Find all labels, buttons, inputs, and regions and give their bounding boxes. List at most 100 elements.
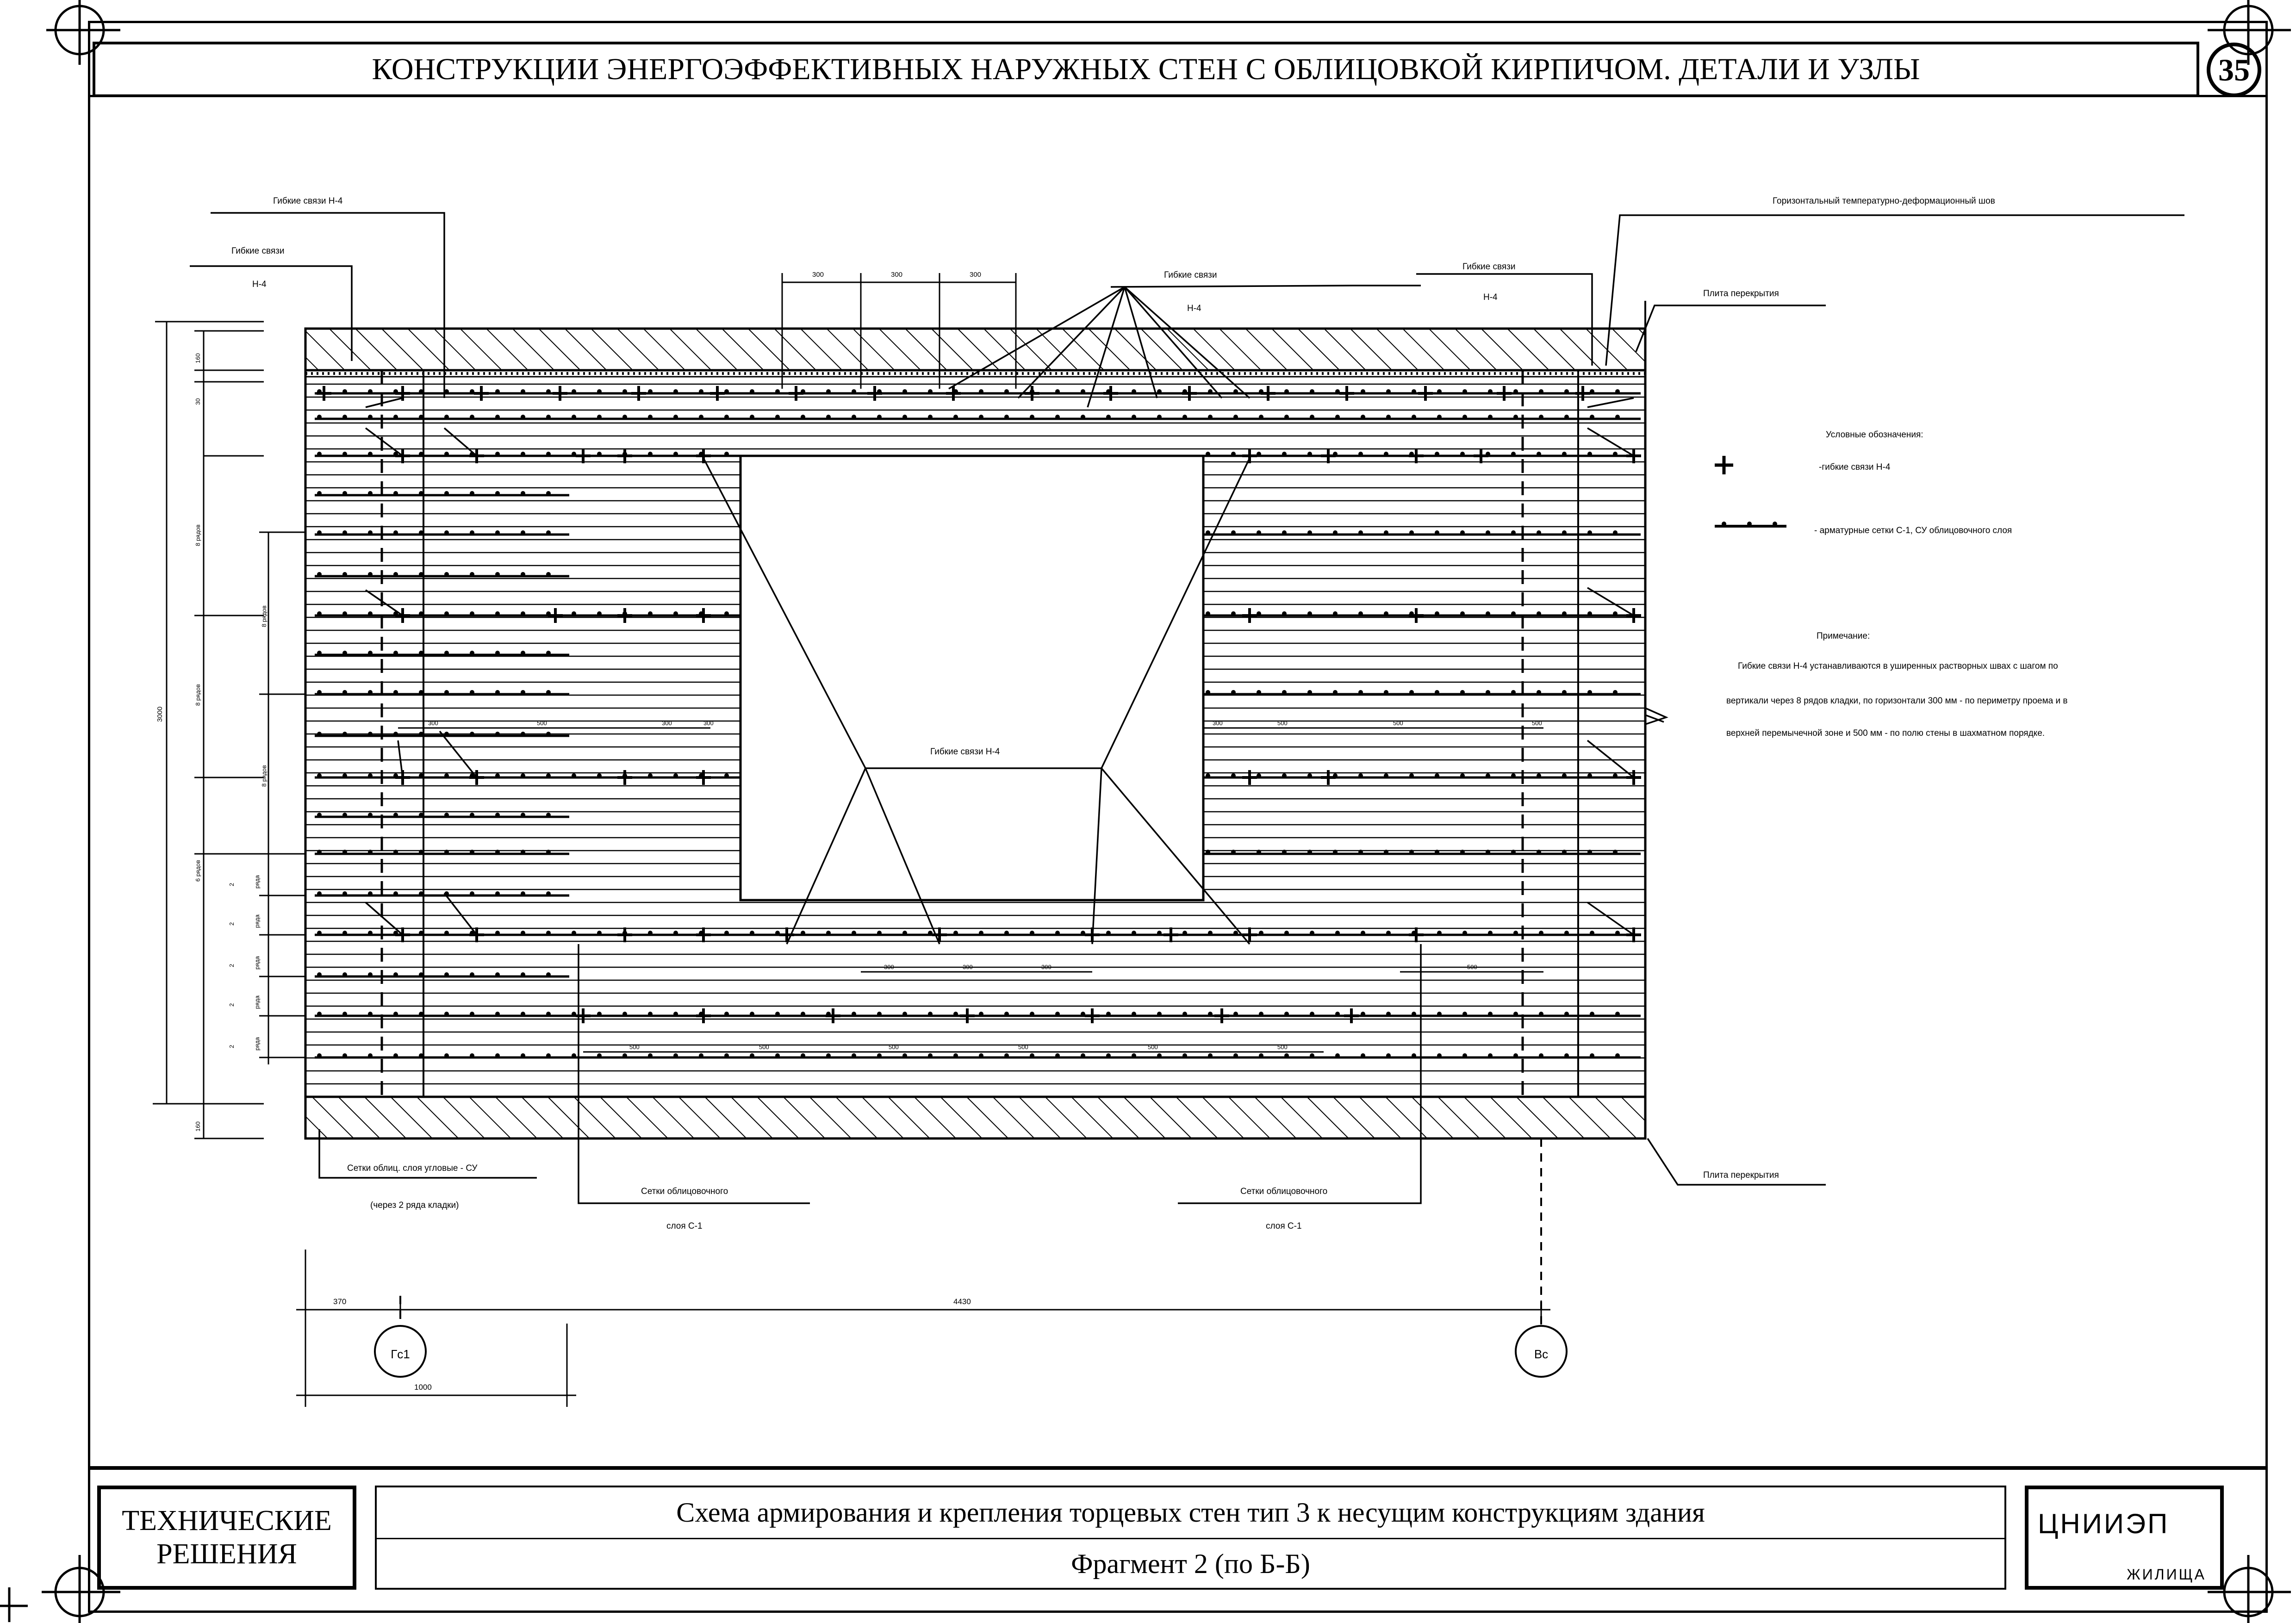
mesh-dot <box>419 491 423 496</box>
mesh-dot <box>1412 415 1416 419</box>
mesh-dot <box>1539 1053 1543 1058</box>
mesh-dot <box>1157 415 1162 419</box>
mesh-dot <box>597 773 602 778</box>
tie-cross <box>1339 386 1354 401</box>
mesh-dot <box>393 1053 398 1058</box>
mesh-dot <box>317 972 322 977</box>
mesh-dot <box>597 452 602 456</box>
dim-bottom: 500 <box>1148 1044 1158 1051</box>
dim-bottom-left: 1000 <box>414 1383 432 1392</box>
mesh-dot <box>342 1012 347 1016</box>
mesh-dot <box>393 732 398 736</box>
mesh-dot <box>368 530 373 535</box>
tie-cross <box>1474 448 1488 463</box>
mesh-dot <box>852 931 856 935</box>
mesh-dot <box>317 813 322 817</box>
mesh-dot <box>1539 415 1543 419</box>
mesh-dot <box>622 415 627 419</box>
mesh-dot <box>368 891 373 896</box>
mesh-dot <box>1539 389 1543 394</box>
mesh-dot <box>546 773 551 778</box>
mesh-dot <box>368 572 373 577</box>
mesh-dot <box>419 732 423 736</box>
dim-mid-left: 300 <box>428 720 438 727</box>
tie-cross <box>1025 386 1039 401</box>
mesh-dot <box>1257 690 1261 695</box>
dim-rows-5: 8 рядов <box>261 765 268 787</box>
dim-rows-1: 8 рядов <box>194 524 201 546</box>
mesh-dot <box>1358 530 1363 535</box>
mesh-dot <box>419 1053 423 1058</box>
mesh-dot <box>1106 1012 1111 1016</box>
drawing-title-row-1: Схема армирования и крепления торцевых с… <box>377 1487 2004 1538</box>
mesh-dot <box>1537 452 1541 456</box>
mesh-dot <box>724 1053 729 1058</box>
mesh-dot <box>495 572 500 577</box>
mesh-dot <box>953 931 958 935</box>
mesh-dot <box>1284 1053 1289 1058</box>
mesh-dot <box>1460 452 1465 456</box>
mesh-dot <box>368 690 373 695</box>
mesh-dot <box>1587 690 1592 695</box>
mesh-dot <box>928 1053 933 1058</box>
mesh-dot <box>546 1012 551 1016</box>
tie-cross <box>867 386 882 401</box>
mesh-dot <box>775 415 780 419</box>
mesh-dot <box>419 572 423 577</box>
mesh-dot <box>1537 611 1541 616</box>
mesh-dot <box>521 690 525 695</box>
mesh-dot <box>1384 690 1388 695</box>
mesh-dot <box>1206 530 1210 535</box>
tie-cross <box>696 770 711 785</box>
dim-left-total: 3000 <box>156 707 164 722</box>
mesh-dot <box>1615 1053 1620 1058</box>
tie-cross <box>617 927 632 942</box>
mesh-dot <box>1462 415 1467 419</box>
mesh-dot <box>1231 530 1236 535</box>
mesh-dot <box>1282 850 1287 854</box>
mesh-dot <box>1488 1012 1493 1016</box>
mesh-dot <box>979 389 983 394</box>
mesh-dot <box>775 1053 780 1058</box>
mesh-dot <box>521 389 525 394</box>
mesh-dot <box>1386 389 1391 394</box>
mesh-dot <box>1358 452 1363 456</box>
dim-bottom: 500 <box>889 1044 899 1051</box>
dim-rows-2-count: 2 <box>228 1045 235 1048</box>
mesh-dot <box>444 572 449 577</box>
inner-dimensions <box>398 727 1543 1053</box>
mesh-dot <box>444 773 449 778</box>
drawing-title-block: Схема армирования и крепления торцевых с… <box>375 1486 2006 1590</box>
mesh-dot <box>1081 389 1085 394</box>
mesh-dot <box>342 1053 347 1058</box>
left-dimensions <box>153 321 305 1139</box>
mesh-dot <box>1358 850 1363 854</box>
mesh-dot <box>444 611 449 616</box>
mesh-dot <box>1132 931 1136 935</box>
tie-cross <box>617 770 632 785</box>
organization-logo: ЦНИИЭП ЖИЛИЩА <box>2025 1486 2224 1590</box>
mesh-dot <box>902 415 907 419</box>
mesh-dot <box>1310 1012 1314 1016</box>
mesh-dot <box>419 651 423 655</box>
mesh-dot <box>1462 1012 1467 1016</box>
mesh-dot <box>1615 415 1620 419</box>
mesh-dot <box>1231 452 1236 456</box>
mesh-dot <box>342 651 347 655</box>
axis-label-left: Гс1 <box>391 1347 410 1361</box>
mesh-dot <box>1208 415 1213 419</box>
mesh-dot <box>317 850 322 854</box>
mesh-dot <box>419 773 423 778</box>
callout-ties-center: Гибкие связи Н-4 <box>930 747 1000 757</box>
tie-cross <box>1214 1008 1229 1023</box>
mesh-dot <box>801 1012 805 1016</box>
mesh-dot <box>1587 850 1592 854</box>
mesh-dot <box>1259 931 1263 935</box>
tie-cross <box>696 608 711 623</box>
tie-cross <box>789 386 803 401</box>
drawing-title-row-2: Фрагмент 2 (по Б-Б) <box>377 1537 2004 1590</box>
mesh-dot <box>1333 611 1338 616</box>
mesh-dot <box>979 1012 983 1016</box>
note-block: Примечание: Гибкие связи Н-4 устанавлива… <box>1726 631 2067 738</box>
